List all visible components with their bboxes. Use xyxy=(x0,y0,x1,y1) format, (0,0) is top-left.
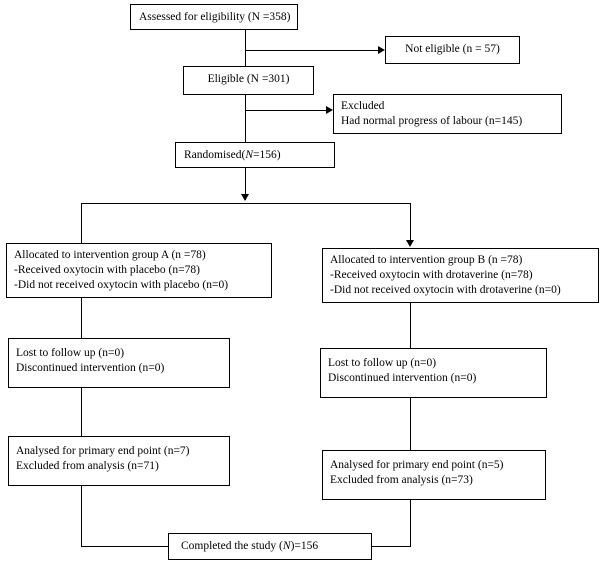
arrow-split-to-allocation-b xyxy=(406,240,414,247)
connector-analysis-b-down xyxy=(410,500,411,547)
node-eligible-label: Eligible (N =301) xyxy=(207,73,290,85)
node-allocation-group-b: Allocated to intervention group B (n =78… xyxy=(322,248,599,303)
node-excluded: Excluded Had normal progress of labour (… xyxy=(333,94,562,134)
node-allocation-b-line-3: -Did not received oxytocin with drotaver… xyxy=(330,283,561,296)
node-excluded-line-2: Had normal progress of labour (n=145) xyxy=(341,114,523,127)
connector-eligible-to-randomised xyxy=(245,95,246,144)
node-allocation-a-line-1: Allocated to intervention group A (n =78… xyxy=(14,249,206,261)
node-not-eligible-label: Not eligible (n = 57) xyxy=(405,43,500,55)
connector-analysis-a-down xyxy=(81,486,82,547)
connector-to-excluded xyxy=(245,110,327,111)
connector-split-to-allocation-b xyxy=(410,203,411,241)
connector-assessed-to-eligible xyxy=(245,30,246,68)
node-followup-group-b: Lost to follow up (n=0) Discontinued int… xyxy=(320,348,547,398)
node-randomised-suffix: =156) xyxy=(253,149,281,161)
node-analysis-b-line-1: Analysed for primary end point (n=5) xyxy=(330,459,504,471)
node-analysis-a-line-1: Analysed for primary end point (n=7) xyxy=(16,445,190,457)
node-completed-the-study: Completed the study (N)=156 xyxy=(168,533,372,560)
connector-allocation-b-to-followup-b xyxy=(410,303,411,348)
arrow-to-not-eligible xyxy=(378,46,385,54)
node-analysis-group-b: Analysed for primary end point (n=5) Exc… xyxy=(322,450,546,500)
node-allocation-a-line-2: -Received oxytocin with placebo (n=78) xyxy=(14,263,200,276)
node-randomised-italic-n: N xyxy=(245,149,253,161)
connector-to-not-eligible xyxy=(245,50,379,51)
node-followup-group-a: Lost to follow up (n=0) Discontinued int… xyxy=(8,338,230,388)
node-analysis-b-line-2: Excluded from analysis (n=73) xyxy=(330,473,473,486)
arrow-randomised-down xyxy=(241,194,249,201)
node-randomised-label: Randomised(N=156) xyxy=(184,148,326,163)
node-followup-b-line-1: Lost to follow up (n=0) xyxy=(328,357,437,369)
node-completed-suffix: )=156 xyxy=(290,540,319,552)
node-followup-b-line-2: Discontinued intervention (n=0) xyxy=(328,371,477,384)
node-completed-prefix: Completed the study ( xyxy=(181,540,283,552)
arrow-to-excluded xyxy=(326,106,333,114)
node-followup-a-line-2: Discontinued intervention (n=0) xyxy=(16,361,165,374)
node-assessed-for-eligibility: Assessed for eligibility (N =358) xyxy=(130,4,298,30)
connector-randomised-down xyxy=(245,168,246,200)
node-randomised-prefix: Randomised( xyxy=(184,149,246,161)
node-assessed-label: Assessed for eligibility (N =358) xyxy=(139,11,291,23)
node-allocation-b-line-2: -Received oxytocin with drotaverine (n=7… xyxy=(330,268,533,281)
connector-analysis-b-to-completed xyxy=(371,546,411,547)
connector-followup-b-to-analysis-b xyxy=(410,398,411,450)
node-followup-a-line-1: Lost to follow up (n=0) xyxy=(16,347,125,359)
connector-allocation-split-bar xyxy=(81,203,411,204)
node-not-eligible: Not eligible (n = 57) xyxy=(385,36,520,64)
node-analysis-group-a: Analysed for primary end point (n=7) Exc… xyxy=(8,436,230,486)
connector-analysis-a-to-completed xyxy=(81,546,169,547)
node-eligible: Eligible (N =301) xyxy=(183,66,314,95)
connector-allocation-a-to-followup-a xyxy=(81,298,82,338)
node-allocation-b-line-1: Allocated to intervention group B (n =78… xyxy=(330,254,523,266)
node-completed-italic-n: N xyxy=(282,540,291,552)
connector-followup-a-to-analysis-a xyxy=(81,388,82,436)
connector-split-to-allocation-a xyxy=(81,203,82,243)
node-completed-label: Completed the study (N)=156 xyxy=(181,539,363,554)
node-randomised: Randomised(N=156) xyxy=(175,142,335,168)
node-allocation-group-a: Allocated to intervention group A (n =78… xyxy=(6,243,272,298)
node-allocation-a-line-3: -Did not received oxytocin with placebo … xyxy=(14,278,229,291)
node-excluded-line-1: Excluded xyxy=(341,100,385,112)
node-analysis-a-line-2: Excluded from analysis (n=71) xyxy=(16,459,159,472)
